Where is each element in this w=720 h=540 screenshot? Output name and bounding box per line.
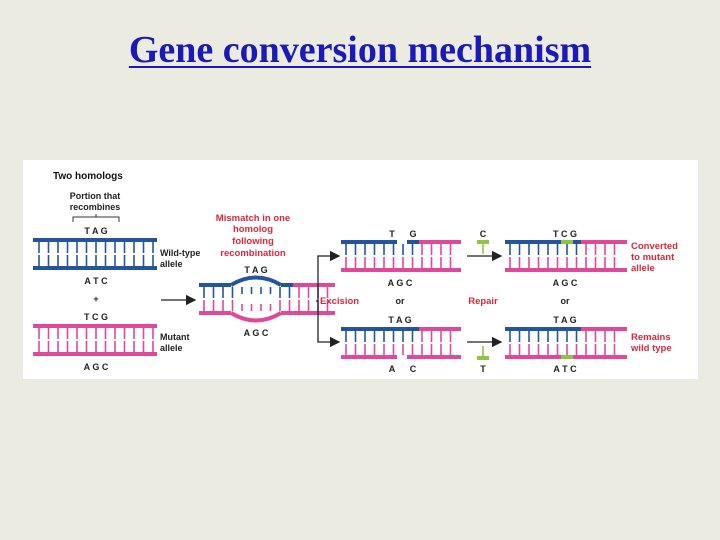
mutant-label-line2: allele	[160, 343, 183, 353]
converted-label-line3: allele	[631, 263, 655, 274]
patch-t-label: T	[480, 364, 486, 374]
repaired-duplex-1	[505, 240, 627, 272]
excision-label: Excision	[320, 296, 359, 307]
two-homologs-label: Two homologs	[53, 171, 123, 182]
repair-label: Repair	[468, 296, 498, 307]
excised-duplex-2	[341, 327, 461, 359]
remains-label-line1: Remains	[631, 332, 671, 343]
figure-panel: Two homologs Portion that recombines T A…	[23, 160, 698, 379]
heteroduplex	[199, 275, 335, 323]
or-left: or	[396, 296, 405, 306]
plus-sign: +	[93, 294, 98, 304]
repaired2-top-bases: T A G	[553, 315, 576, 325]
portion-bracket	[72, 214, 120, 222]
gene-conversion-diagram: Two homologs Portion that recombines T A…	[33, 171, 678, 374]
heteroduplex-top-bases: T A G	[244, 265, 267, 275]
converted-label-line1: Converted	[631, 241, 678, 252]
heteroduplex-bottom-bases: A G C	[244, 328, 269, 338]
wild-type-label-line2: allele	[160, 259, 183, 269]
excised2-bottom-base-c: C	[410, 364, 417, 374]
branch-arrow-down	[317, 301, 341, 348]
wt-bottom-bases: A T C	[84, 276, 108, 286]
remains-label-line2: wild type	[630, 343, 672, 354]
wild-type-label-line1: Wild-type	[160, 248, 200, 258]
wt-top-bases: T A G	[84, 226, 107, 236]
slide-title: Gene conversion mechanism	[128, 29, 592, 71]
mutant-bottom-strand	[33, 352, 157, 356]
wild-type-bottom-strand	[33, 266, 157, 270]
heteroduplex-bubble-top	[229, 275, 283, 287]
mutant-bottom-bases: A G C	[84, 362, 109, 372]
mutant-top-strand	[33, 324, 157, 328]
repaired2-bottom-bases: A T C	[553, 364, 577, 374]
mutant-top-bases: T C G	[84, 312, 108, 322]
mismatch-label-line2: homolog	[233, 224, 273, 235]
repaired-duplex-2	[505, 327, 627, 359]
mismatch-label-line4: recombination	[220, 248, 286, 259]
repaired1-top-bases: T C G	[553, 229, 577, 239]
mutant-duplex	[33, 324, 157, 356]
portion-label-line1: Portion that	[70, 191, 121, 201]
wild-type-rungs	[38, 242, 154, 266]
excised1-bottom-bases: A G C	[388, 278, 413, 288]
mutant-rungs	[38, 328, 154, 352]
excised1-top-base-g: G	[409, 229, 416, 239]
or-right: or	[561, 296, 570, 306]
repair-patch-c	[477, 240, 489, 254]
branch-arrow-up	[316, 250, 341, 302]
mismatch-label-line3: following	[232, 236, 274, 247]
repaired1-bottom-bases: A G C	[553, 278, 578, 288]
excised2-bottom-base-a: A	[389, 364, 396, 374]
excised2-top-bases: T A G	[388, 315, 411, 325]
patch-c-label: C	[480, 229, 487, 239]
portion-label-line2: recombines	[70, 202, 121, 212]
heteroduplex-bubble-bottom	[229, 311, 283, 323]
excised-duplex-1	[341, 240, 461, 272]
wild-type-duplex	[33, 238, 157, 270]
excised1-top-base-t: T	[389, 229, 395, 239]
repair-patch-t	[477, 346, 489, 360]
converted-label-line2: to mutant	[631, 252, 675, 263]
mismatch-label-line1: Mismatch in one	[216, 213, 290, 224]
mutant-label-line1: Mutant	[160, 332, 190, 342]
wild-type-top-strand	[33, 238, 157, 242]
